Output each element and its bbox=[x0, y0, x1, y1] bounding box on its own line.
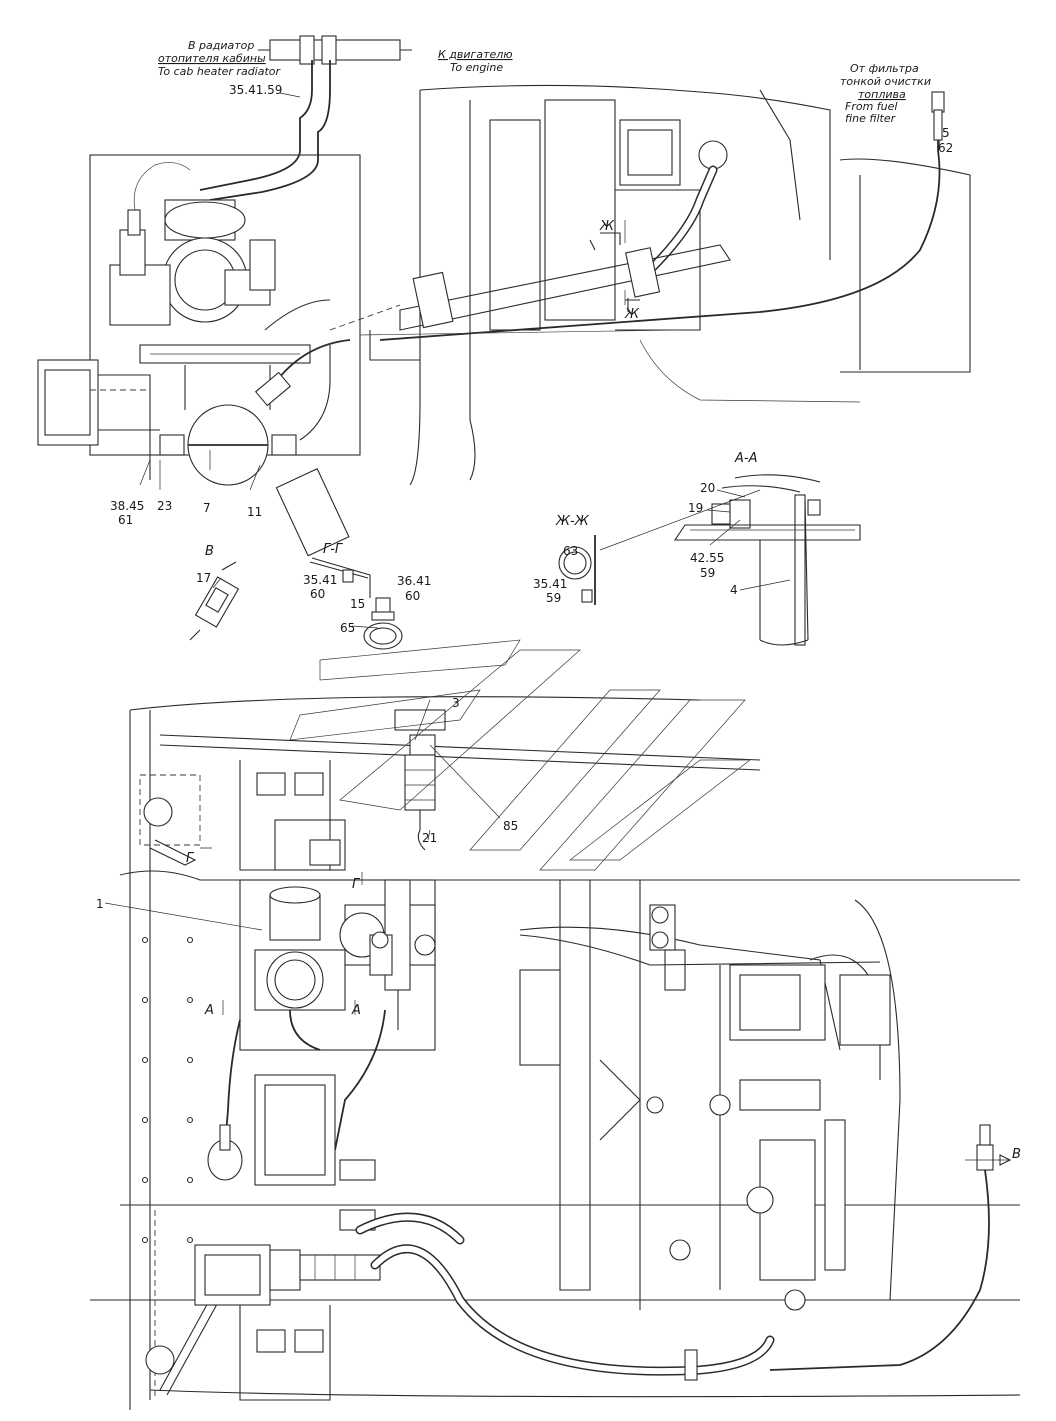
cut-mark-a-left: А bbox=[204, 1003, 214, 1018]
callout-63: 63 bbox=[563, 544, 578, 558]
label-to-engine-en: To engine bbox=[450, 61, 503, 74]
callout-42-55: 42.55 bbox=[690, 551, 724, 565]
engine-bottom bbox=[519, 880, 901, 1311]
section-aa bbox=[673, 474, 861, 646]
cut-mark-zh-top: Ж bbox=[599, 219, 615, 234]
cut-mark-zh-bottom: Ж bbox=[624, 307, 640, 322]
frame-holes bbox=[141, 936, 194, 1244]
heater-unit bbox=[239, 879, 436, 1051]
callout-19: 19 bbox=[688, 501, 703, 515]
callout-35-41-zh: 35.41 bbox=[533, 577, 567, 591]
section-v bbox=[189, 561, 240, 641]
watermark-logo bbox=[289, 639, 752, 871]
cut-mark-g-right: Г bbox=[352, 877, 361, 892]
label-from-filter-ru-3: топлива bbox=[858, 88, 906, 101]
top-view bbox=[37, 35, 971, 557]
callout-65: 65 bbox=[340, 621, 355, 635]
section-label-aa: А-А bbox=[734, 451, 757, 466]
label-from-filter-ru-2: тонкой очистки bbox=[840, 75, 931, 88]
callout-38-45: 38.45 bbox=[110, 499, 144, 513]
callout-21: 21 bbox=[422, 831, 437, 845]
bottom-view bbox=[90, 639, 1021, 1410]
callout-15: 15 bbox=[350, 597, 365, 611]
callout-7: 7 bbox=[203, 501, 211, 515]
callout-59-zh: 59 bbox=[546, 591, 561, 605]
cut-mark-g-left: Г bbox=[186, 851, 195, 866]
section-zhzh bbox=[558, 535, 596, 605]
callout-62: 62 bbox=[938, 141, 953, 155]
callout-1: 1 bbox=[96, 897, 104, 911]
callout-59-aa: 59 bbox=[700, 566, 715, 580]
callout-36-41: 36.41 bbox=[397, 574, 431, 588]
engine-top bbox=[329, 84, 971, 486]
callout-23: 23 bbox=[157, 499, 172, 513]
label-to-engine-ru: К двигателю bbox=[438, 48, 513, 61]
view-arrow-v: В bbox=[1012, 1147, 1021, 1162]
callout-5: 5 bbox=[942, 126, 950, 140]
callout-35-41-gg: 35.41 bbox=[303, 573, 337, 587]
label-from-filter-en-1: From fuel bbox=[845, 100, 897, 113]
callout-61: 61 bbox=[118, 513, 133, 527]
callout-60-gg-left: 60 bbox=[310, 587, 325, 601]
callout-20: 20 bbox=[700, 481, 715, 495]
cut-mark-a-right: А bbox=[351, 1003, 361, 1018]
section-gg bbox=[309, 557, 403, 650]
label-to-heater-ru-2: отопителя кабины bbox=[158, 52, 266, 65]
callout-11: 11 bbox=[247, 505, 262, 519]
callout-85: 85 bbox=[503, 819, 518, 833]
callout-4: 4 bbox=[730, 583, 738, 597]
label-to-heater-en: To cab heater radiator bbox=[158, 65, 282, 78]
callout-3: 3 bbox=[452, 696, 460, 710]
callout-60-gg-right: 60 bbox=[405, 589, 420, 603]
section-label-gg: Г-Г bbox=[323, 542, 344, 557]
label-to-heater-ru-1: В радиатор bbox=[188, 39, 254, 52]
label-from-filter-ru-1: От фильтра bbox=[850, 62, 919, 75]
callout-17: 17 bbox=[196, 571, 211, 585]
text-labels: В радиатор отопителя кабины To cab heate… bbox=[96, 39, 1021, 1162]
section-label-v: В bbox=[205, 544, 214, 559]
heater-assembly-top bbox=[37, 154, 361, 557]
coolant-pipe-top bbox=[199, 35, 412, 201]
label-from-filter-en-2: fine filter bbox=[845, 112, 897, 125]
callout-35-41-59-top: 35.41.59 bbox=[229, 83, 282, 97]
leader-lines bbox=[104, 92, 941, 931]
section-label-zhzh: Ж-Ж bbox=[555, 514, 590, 529]
